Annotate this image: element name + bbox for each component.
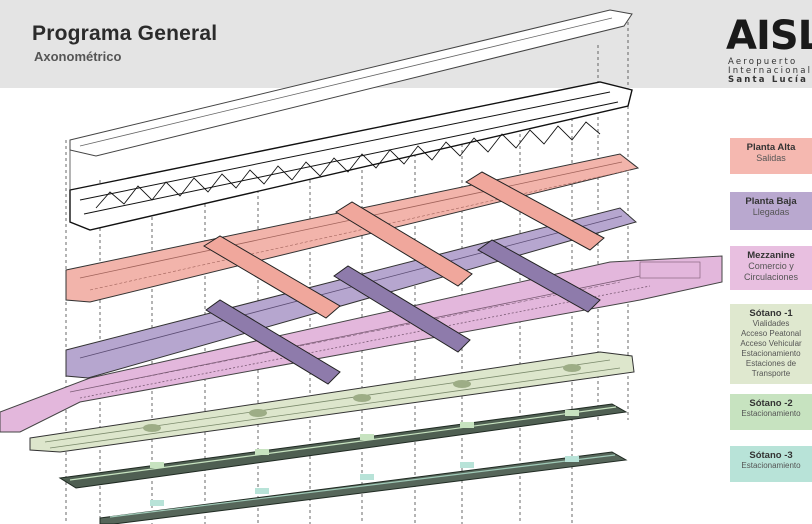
legend-line: Vialidades (752, 319, 790, 328)
legend-mezzanine: Mezzanine Comercio y Circulaciones (730, 246, 812, 290)
legend-title: Sótano -2 (749, 398, 793, 409)
legend-title: Mezzanine (747, 250, 795, 261)
legend-planta-baja: Planta Baja Llegadas (730, 192, 812, 230)
roof-structure-layer (69, 9, 633, 231)
aisl-logo: AISL Aeropuerto Internacional Santa Lucí… (726, 16, 812, 88)
page-title: Programa General (32, 22, 218, 45)
legend-planta-alta: Planta Alta Salidas (730, 138, 812, 174)
legend-title: Sótano -1 (749, 308, 793, 319)
legend-title: Sótano -3 (749, 450, 793, 461)
planta-alta-layer (65, 153, 640, 319)
planta-baja-layer (65, 207, 638, 385)
legend-title: Planta Alta (746, 142, 796, 153)
page-subtitle: Axonométrico (34, 49, 122, 64)
legend-line: Estacionamiento (741, 461, 801, 470)
legend-line: Acceso Peatonal (740, 329, 802, 338)
logo-line-2: Internacional (728, 66, 812, 76)
sotano-3-layer (99, 451, 628, 524)
legend-line: Estaciones de (745, 359, 797, 368)
legend-sotano-1: Sótano -1 Vialidades Acceso Peatonal Acc… (730, 304, 812, 384)
logo-line-3: Santa Lucía (728, 75, 809, 85)
legend-line: Circulaciones (743, 272, 799, 282)
sotano-1-layer (29, 351, 635, 453)
sotano-2-layer (58, 403, 628, 489)
legend-line: Acceso Vehicular (740, 339, 802, 348)
mezzanine-layer (0, 255, 723, 433)
logo-mark: AISL (726, 13, 812, 59)
legend-sotano-2: Sótano -2 Estacionamiento (730, 394, 812, 430)
legend-title: Planta Baja (745, 196, 797, 207)
legend-line: Comercio y (748, 261, 794, 271)
legend-line: Llegadas (752, 207, 790, 217)
legend-sotano-3: Sótano -3 Estacionamiento (730, 446, 812, 482)
legend-line: Salidas (756, 153, 786, 163)
logo-line-1: Aeropuerto (728, 57, 798, 67)
legend-line: Estacionamiento (741, 409, 801, 418)
legend-line: Transporte (751, 369, 791, 378)
legend-line: Estacionamiento (741, 349, 801, 358)
